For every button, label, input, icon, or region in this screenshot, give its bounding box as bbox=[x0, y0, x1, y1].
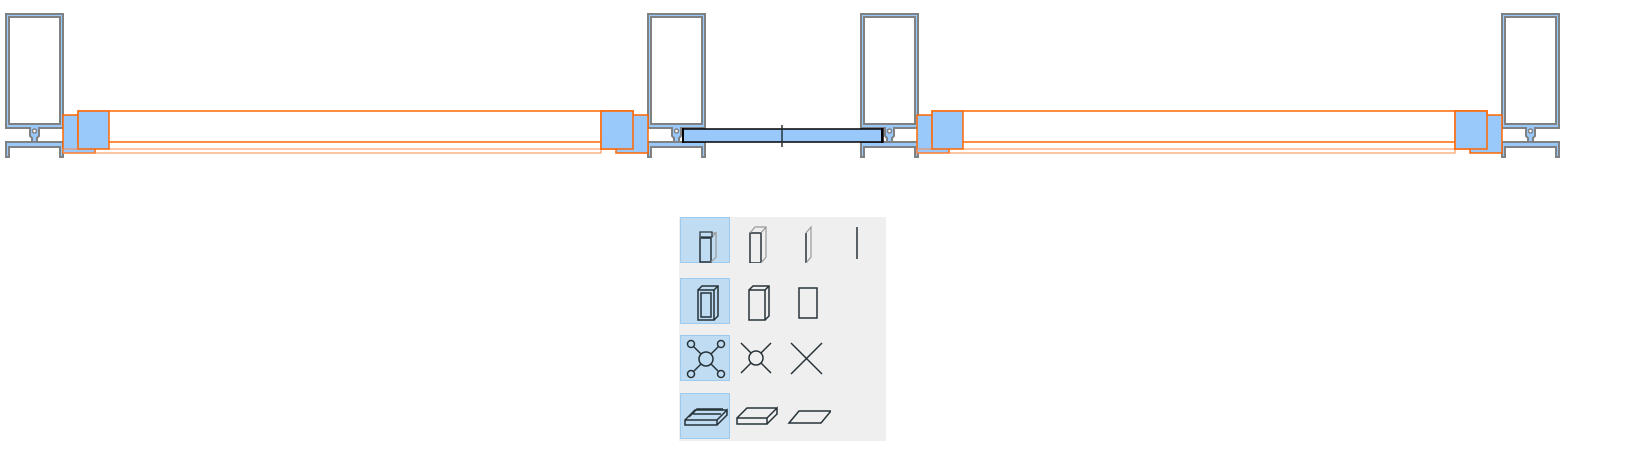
frame-simple-icon bbox=[748, 285, 770, 321]
palette-option-frame-rect[interactable] bbox=[781, 278, 831, 324]
detail-level-palette bbox=[679, 217, 886, 441]
detailed-3d-icon bbox=[699, 231, 717, 263]
palette-option-detailed-3d[interactable] bbox=[680, 217, 730, 263]
mullion-left[interactable] bbox=[5, 13, 64, 158]
opening-circle-icon bbox=[740, 342, 772, 374]
palette-option-line[interactable] bbox=[832, 217, 882, 263]
opening-cross-icon bbox=[790, 342, 823, 375]
mullion-right[interactable] bbox=[1501, 13, 1560, 158]
frame-detailed-icon bbox=[697, 285, 719, 321]
opening-detailed-icon bbox=[686, 339, 726, 379]
palette-row-frame-detail-level bbox=[679, 278, 886, 326]
simple-3d-icon bbox=[749, 226, 767, 263]
sill-detailed-icon bbox=[684, 408, 728, 426]
palette-row-sill-detail-level bbox=[679, 393, 886, 441]
sill-flat-icon bbox=[787, 410, 831, 424]
palette-row-3d-detail-level bbox=[679, 217, 886, 265]
palette-option-thin-3d[interactable] bbox=[781, 217, 831, 263]
palette-option-sill-block[interactable] bbox=[731, 393, 781, 439]
sliding-sash-left[interactable] bbox=[62, 110, 649, 154]
palette-option-frame-detailed[interactable] bbox=[680, 278, 730, 324]
palette-option-opening-cross[interactable] bbox=[781, 335, 831, 381]
palette-option-sill-flat[interactable] bbox=[781, 393, 831, 439]
palette-option-opening-circle[interactable] bbox=[731, 335, 781, 381]
frame-rect-icon bbox=[798, 287, 818, 319]
palette-option-sill-detailed[interactable] bbox=[680, 393, 730, 439]
palette-option-opening-detailed[interactable] bbox=[680, 335, 730, 381]
window-plan-view bbox=[5, 13, 1560, 158]
thin-3d-icon bbox=[805, 225, 812, 263]
sliding-sash-right[interactable] bbox=[916, 110, 1503, 154]
palette-option-simple-3d[interactable] bbox=[731, 217, 781, 263]
line-icon bbox=[856, 227, 858, 259]
fixed-glass-center[interactable] bbox=[682, 125, 884, 147]
sill-block-icon bbox=[736, 406, 778, 425]
palette-option-frame-simple[interactable] bbox=[731, 278, 781, 324]
palette-row-opening-symbol bbox=[679, 335, 886, 383]
